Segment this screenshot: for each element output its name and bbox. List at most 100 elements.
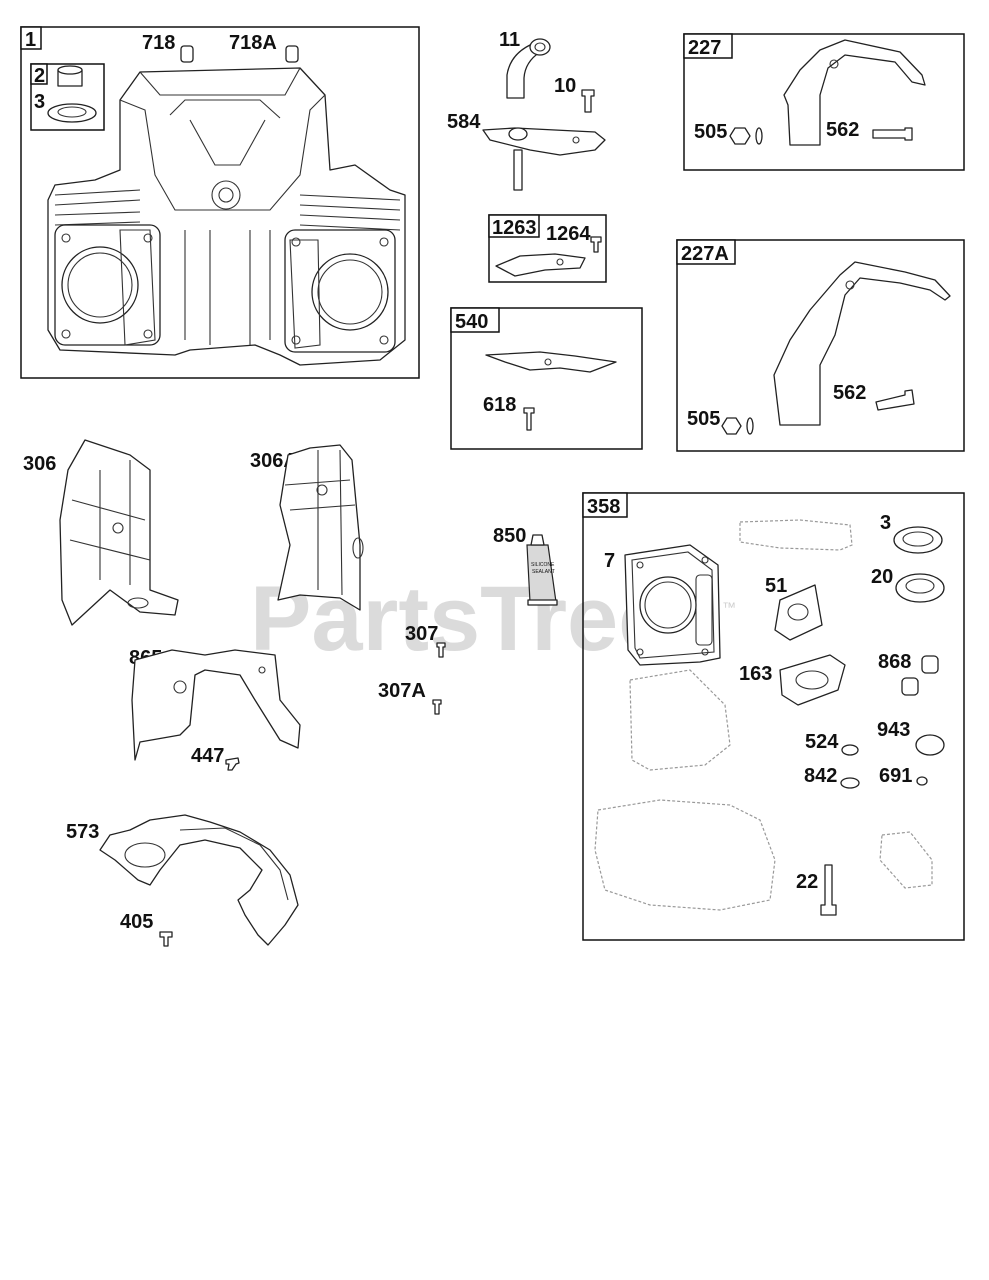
breather-tube-11-bore (534, 42, 546, 52)
label-22[interactable]: 22 (796, 871, 818, 893)
bolt-562-a[interactable] (872, 127, 913, 141)
valve-cover-gasket-dashed (739, 519, 853, 551)
label-20[interactable]: 20 (871, 566, 893, 588)
label-562-a[interactable]: 562 (826, 119, 859, 141)
label-691[interactable]: 691 (879, 765, 912, 787)
box-540 (450, 307, 643, 450)
seal-3-set-inner (902, 531, 934, 547)
tag-1263 (488, 214, 540, 238)
plate-1263-hole (556, 258, 564, 266)
label-447[interactable]: 447 (191, 745, 224, 767)
label-842[interactable]: 842 (804, 765, 837, 787)
plate-1263[interactable] (495, 253, 586, 277)
oil-seal-20-inner (905, 578, 935, 594)
sealant-tube-850-crimp (527, 599, 558, 606)
o-ring-943[interactable] (915, 734, 945, 756)
oil-seal-20[interactable] (895, 573, 945, 603)
breather-tube-11-end (529, 38, 551, 56)
nut-505-b[interactable] (721, 417, 742, 435)
label-3-seal-set[interactable]: 3 (880, 512, 891, 534)
label-718a[interactable]: 718A (229, 32, 277, 54)
label-358[interactable]: 358 (587, 496, 620, 518)
label-718[interactable]: 718 (142, 32, 175, 54)
shroud-306-detail (69, 460, 151, 585)
bracket-227a-group: 227A 505 562 (676, 239, 965, 452)
breather-plate-584[interactable] (482, 127, 606, 156)
valve-seal-868-a[interactable] (921, 655, 939, 674)
screw-618[interactable] (523, 407, 535, 431)
dowel-718[interactable] (180, 45, 194, 63)
blower-housing-573[interactable] (99, 814, 299, 946)
dowel-718a[interactable] (285, 45, 299, 63)
box-227a (676, 239, 965, 452)
label-307[interactable]: 307 (405, 623, 438, 645)
bolt-22[interactable] (820, 864, 837, 916)
label-307a[interactable]: 307A (378, 680, 426, 702)
cylinder-block-group: 1 2 3 718 718A (20, 26, 420, 379)
label-540[interactable]: 540 (455, 311, 488, 333)
engine-block[interactable] (47, 67, 406, 366)
label-10[interactable]: 10 (554, 75, 576, 97)
label-562-b[interactable]: 562 (833, 382, 866, 404)
seal-3-set[interactable] (893, 526, 943, 554)
shroud-306-grommet (127, 597, 149, 609)
label-11[interactable]: 11 (499, 29, 520, 51)
blower-housing-573-rim (179, 827, 289, 901)
gasket-set-358: 358 7 3 20 51 163 868 (582, 492, 965, 941)
intake-gasket-51[interactable] (774, 584, 823, 641)
seal-691[interactable] (916, 776, 928, 786)
bracket-227a[interactable] (773, 261, 951, 426)
label-2[interactable]: 2 (34, 65, 45, 87)
plate-1263-group: 1263 1264 (488, 214, 607, 283)
tag-1 (20, 26, 42, 50)
label-7[interactable]: 7 (604, 550, 615, 572)
label-573[interactable]: 573 (66, 821, 99, 843)
o-ring-524[interactable] (841, 744, 859, 756)
label-943[interactable]: 943 (877, 719, 910, 741)
box-1263 (488, 214, 607, 283)
o-ring-842[interactable] (840, 777, 860, 789)
intake-gasket-51-bore (787, 603, 809, 621)
carburetor-gasket-163[interactable] (779, 654, 846, 706)
screw-307[interactable] (436, 642, 446, 658)
head-gasket-7[interactable] (624, 544, 721, 666)
bolt-562-b[interactable] (875, 389, 915, 411)
bracket-227-hole (829, 59, 839, 69)
label-524[interactable]: 524 (805, 731, 839, 753)
label-505-a[interactable]: 505 (694, 121, 727, 143)
screw-307a[interactable] (432, 699, 442, 715)
nut-505-a[interactable] (729, 127, 751, 145)
seal-3[interactable] (47, 103, 97, 123)
label-163[interactable]: 163 (739, 663, 772, 685)
screw-1264[interactable] (590, 236, 602, 253)
label-1264[interactable]: 1264 (546, 223, 591, 245)
baffle-865[interactable] (131, 649, 301, 761)
screw-447[interactable] (225, 757, 240, 771)
label-306[interactable]: 306 (23, 453, 56, 475)
label-405[interactable]: 405 (120, 911, 153, 933)
label-1263[interactable]: 1263 (492, 217, 537, 239)
carburetor-gasket-163-bore (795, 670, 829, 690)
label-227a[interactable]: 227A (681, 243, 729, 265)
exhaust-gasket-dashed (879, 831, 933, 889)
label-227[interactable]: 227 (688, 37, 721, 59)
label-868[interactable]: 868 (878, 651, 911, 673)
washer-505-b (746, 417, 754, 435)
label-850[interactable]: 850 (493, 525, 526, 547)
box-2-3 (30, 63, 105, 131)
box-358 (582, 492, 965, 941)
cylinder-shroud-306a[interactable] (277, 444, 361, 611)
tag-227a (676, 239, 736, 265)
washer-505-a (755, 127, 763, 145)
label-618[interactable]: 618 (483, 394, 516, 416)
label-505-b[interactable]: 505 (687, 408, 720, 430)
label-3-seal[interactable]: 3 (34, 91, 45, 113)
label-1[interactable]: 1 (25, 29, 36, 51)
label-584[interactable]: 584 (447, 111, 481, 133)
bracket-227[interactable] (783, 39, 926, 146)
label-51[interactable]: 51 (765, 575, 787, 597)
screw-10[interactable] (581, 89, 595, 113)
crankcase-gasket-dashed (594, 799, 776, 911)
seal-3-inner (57, 106, 87, 118)
screw-405[interactable] (159, 931, 173, 947)
